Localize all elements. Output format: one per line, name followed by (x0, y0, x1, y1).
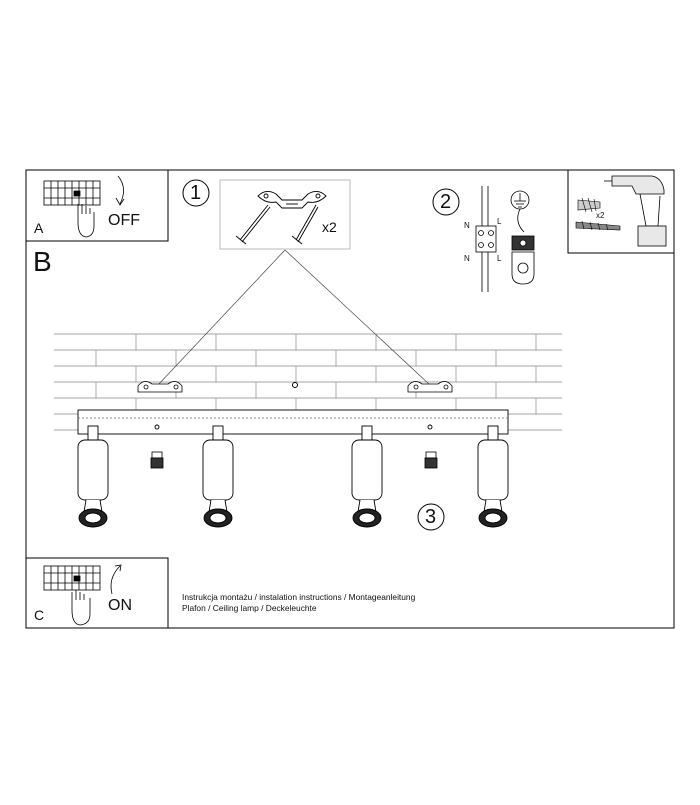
step-c-label: C (34, 607, 45, 623)
ceiling-bracket-left (137, 381, 183, 393)
drill-icon (604, 175, 667, 247)
panel-1-box (219, 179, 351, 250)
spot-lamp (477, 425, 509, 528)
wire-l-bottom: L (497, 254, 502, 263)
caption-line-1: Instrukcja montażu / instalation instruc… (182, 592, 416, 602)
panel-c-box (25, 557, 169, 629)
off-label: OFF (108, 212, 140, 229)
spot-lamp (77, 425, 109, 528)
on-label: ON (108, 597, 132, 614)
screw-icon (575, 220, 621, 231)
wall-plug-icon (577, 197, 601, 213)
circuit-breaker-icon (43, 564, 122, 626)
wire-n-bottom: N (464, 254, 470, 263)
center-hole (292, 382, 298, 388)
spot-lamp (202, 425, 234, 528)
suspension-bracket-icon (235, 191, 327, 245)
circuit-breaker-icon (43, 175, 125, 238)
caption-line-2: Plafon / Ceiling lamp / Deckeleuchte (182, 603, 317, 613)
step-1-circle (182, 179, 210, 207)
step-2-number: 2 (440, 191, 452, 213)
step-3-circle (417, 503, 445, 531)
step-2-circle (432, 188, 460, 216)
cap-nut (424, 451, 438, 469)
step-3-number: 3 (425, 506, 437, 528)
suspension-qty-label: x2 (322, 219, 337, 235)
step-b-label: B (33, 246, 52, 277)
ceiling-bracket-right (407, 381, 453, 393)
wire-l-top: L (497, 217, 502, 226)
panel-a-box (25, 169, 169, 242)
step-1-number: 1 (190, 182, 202, 204)
guide-lines (157, 249, 431, 386)
drill-panel-box (567, 169, 675, 254)
plugs-qty-label: x2 (596, 211, 605, 220)
terminal-block-icon (475, 186, 497, 292)
wire-n-top: N (464, 221, 470, 230)
spot-lamp (351, 425, 383, 528)
lamp-rail (77, 409, 509, 435)
step-a-label: A (34, 220, 44, 236)
ground-symbol-icon (510, 190, 535, 285)
main-frame (25, 169, 675, 629)
cap-nut (150, 451, 164, 469)
